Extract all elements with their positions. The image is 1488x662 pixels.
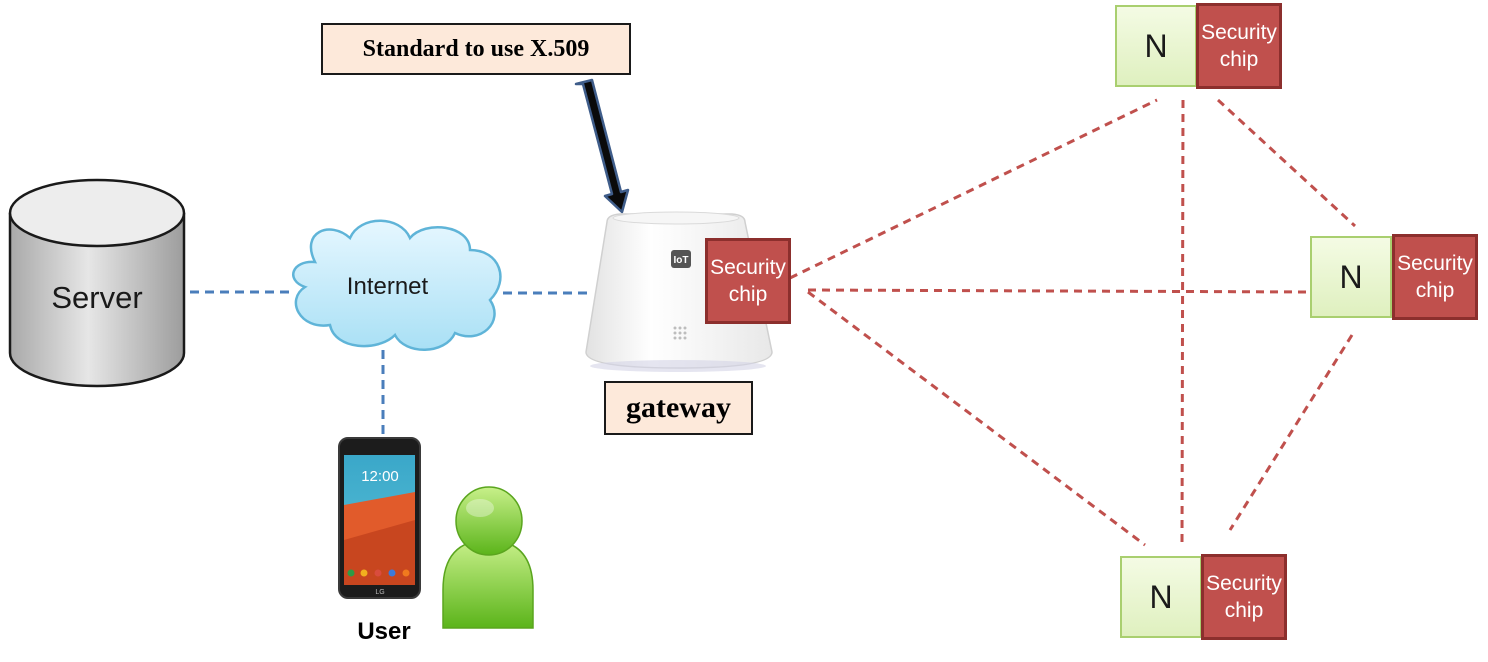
internet-label: Internet xyxy=(346,273,429,300)
link-gateway-node-top xyxy=(789,98,1158,280)
gateway-security-chip: Security chip xyxy=(705,238,791,324)
database-icon xyxy=(8,178,186,388)
phone-brand: LG xyxy=(375,589,384,596)
wired-links xyxy=(190,290,588,440)
gateway-logo-text: IoT xyxy=(674,255,689,266)
node-top: N xyxy=(1115,5,1197,87)
speaker-grille xyxy=(673,326,687,340)
smartphone-icon: 12:00 LG xyxy=(338,437,421,599)
mesh-links xyxy=(789,98,1357,547)
node-right-security-chip: Security chip xyxy=(1392,234,1478,320)
arrow-down-icon xyxy=(574,78,630,214)
gateway-label-box: gateway xyxy=(604,381,753,435)
link-top-bottom xyxy=(1180,99,1185,546)
link-top-right xyxy=(1216,98,1357,228)
phone-dock-icons xyxy=(347,569,410,577)
node-right: N xyxy=(1310,236,1392,318)
node-bottom: N xyxy=(1120,556,1202,638)
standard-label-box: Standard to use X.509 xyxy=(321,23,631,75)
node-bottom-security-chip: Security chip xyxy=(1201,554,1287,640)
cloud-icon xyxy=(292,219,502,351)
link-gateway-node-right xyxy=(807,288,1311,294)
node-top-security-chip: Security chip xyxy=(1196,3,1282,89)
server-label: Server xyxy=(51,280,143,315)
phone-clock: 12:00 xyxy=(361,468,399,485)
user-label: User xyxy=(357,618,411,645)
user-icon xyxy=(442,486,534,629)
link-right-bottom xyxy=(1228,334,1354,531)
link-gateway-node-bottom xyxy=(807,290,1146,547)
